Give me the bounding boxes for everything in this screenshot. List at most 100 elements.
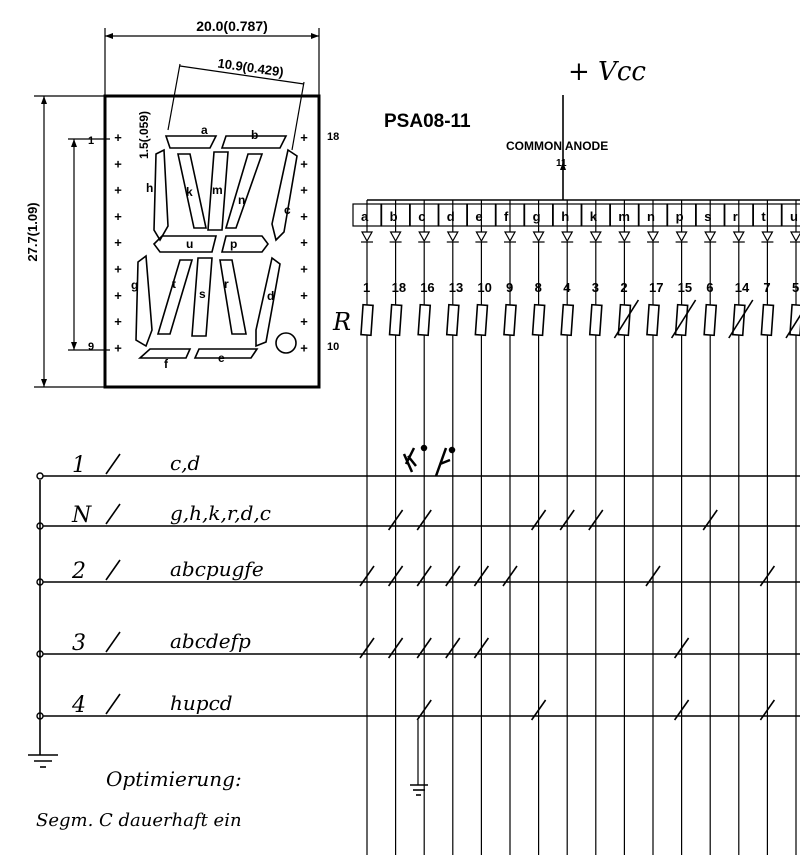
resistor-strike bbox=[670, 299, 697, 339]
row-number: 1 bbox=[72, 453, 86, 478]
column-label-t: t bbox=[761, 209, 766, 224]
svg-text:p: p bbox=[230, 237, 237, 251]
svg-text:a: a bbox=[201, 123, 208, 137]
display-package: 20.0(0.787) 10.9(0.429) 27.7(1.09) 1.5(.… bbox=[25, 18, 339, 389]
column-label-d: d bbox=[447, 209, 455, 224]
column-label-p: p bbox=[676, 209, 684, 224]
column-label-g: g bbox=[533, 209, 541, 224]
segment-labels: a b c d e f g h k m n p r s t u bbox=[131, 123, 291, 371]
row-number: N bbox=[71, 503, 92, 528]
pin-plus-marker: + bbox=[300, 235, 308, 250]
segment-columns: 1181613109843217156147512 bbox=[360, 200, 800, 855]
segment-s bbox=[191, 257, 213, 337]
resistor-g bbox=[531, 303, 546, 337]
segment-a bbox=[164, 135, 218, 149]
segment-d bbox=[255, 256, 281, 348]
row-connection-mark bbox=[359, 565, 375, 587]
pin-bottom-right: 10 bbox=[327, 341, 339, 353]
column-label-u: u bbox=[790, 209, 798, 224]
segment-h bbox=[153, 148, 169, 242]
pin-plus-marker: + bbox=[114, 235, 122, 250]
row-connection-mark bbox=[530, 509, 547, 531]
row-connection-mark bbox=[416, 637, 432, 659]
pin-top-right: 18 bbox=[327, 131, 339, 143]
row-switch bbox=[105, 453, 121, 475]
svg-text:s: s bbox=[199, 287, 206, 301]
resistor-a bbox=[360, 303, 374, 337]
row-connection-mark bbox=[530, 699, 547, 721]
segment-k bbox=[177, 153, 207, 229]
pin-plus-marker: + bbox=[114, 340, 122, 355]
common-anode-label: COMMON ANODE bbox=[506, 139, 608, 153]
svg-text:t: t bbox=[172, 277, 176, 291]
resistor-n bbox=[646, 303, 660, 337]
diode-u bbox=[789, 231, 800, 243]
column-label-r: r bbox=[733, 209, 738, 224]
dim-height-label: 27.7(1.09) bbox=[25, 202, 40, 261]
segment-p bbox=[220, 235, 269, 253]
diode-c bbox=[418, 231, 431, 243]
row-switch bbox=[105, 693, 121, 715]
diode-t bbox=[761, 231, 774, 243]
svg-text:n: n bbox=[238, 193, 245, 207]
pin-plus-marker: + bbox=[114, 209, 122, 224]
resistor-d bbox=[445, 303, 460, 337]
pin-plus-marker: + bbox=[300, 288, 308, 303]
segment-m bbox=[207, 151, 229, 231]
resistor-e bbox=[474, 303, 489, 337]
optim-note: Segm. C dauerhaft ein bbox=[36, 810, 242, 831]
column-label-c: c bbox=[418, 209, 425, 224]
row-connection-mark bbox=[502, 565, 518, 587]
pin-label-3: 3 bbox=[592, 280, 599, 295]
svg-text:e: e bbox=[218, 351, 225, 365]
diode-a bbox=[360, 231, 374, 243]
column-label-a: a bbox=[361, 209, 369, 224]
pin-markers: ++++++++++++++++++ bbox=[114, 130, 308, 355]
svg-text:h: h bbox=[146, 181, 153, 195]
diode-e bbox=[475, 231, 488, 243]
row-switch bbox=[105, 503, 121, 525]
column-label-f: f bbox=[504, 209, 509, 224]
pin-bottom-left: 9 bbox=[88, 341, 94, 353]
column-label-h: h bbox=[561, 209, 569, 224]
pin-plus-marker: + bbox=[300, 340, 308, 355]
svg-text:k: k bbox=[186, 185, 193, 199]
segment-g bbox=[135, 254, 153, 348]
resistor-f bbox=[503, 303, 517, 337]
row-connection-mark bbox=[473, 565, 490, 587]
resistor-b bbox=[388, 303, 403, 337]
pin-plus-marker: + bbox=[114, 262, 122, 277]
resistor-strike bbox=[728, 299, 754, 339]
row-connection-mark bbox=[673, 699, 690, 721]
pin-label-18: 18 bbox=[392, 280, 406, 295]
common-pin-label: 11 bbox=[556, 158, 567, 169]
svg-text:b: b bbox=[251, 128, 258, 142]
segment-u bbox=[152, 235, 218, 253]
svg-text:m: m bbox=[212, 183, 223, 197]
segment-n bbox=[224, 153, 264, 229]
pin-plus-marker: + bbox=[114, 130, 122, 145]
diode-g bbox=[532, 231, 545, 243]
diode-p bbox=[675, 231, 688, 243]
row-number: 3 bbox=[72, 631, 86, 656]
pin-label-10: 10 bbox=[477, 280, 491, 295]
column-header: abcdefghkmnpsrtuDP bbox=[352, 203, 800, 227]
resistor-strike bbox=[613, 299, 640, 339]
row-connection-mark bbox=[387, 565, 404, 587]
row-connection-mark bbox=[445, 565, 461, 587]
package-outline bbox=[103, 94, 321, 389]
resistor-p bbox=[674, 303, 689, 337]
pin-label-16: 16 bbox=[420, 280, 434, 295]
pin-plus-marker: + bbox=[300, 156, 308, 171]
column-label-n: n bbox=[647, 209, 655, 224]
segment-e bbox=[193, 348, 259, 359]
resistor-s bbox=[703, 303, 718, 337]
row-segments: abcdefp bbox=[170, 629, 251, 653]
resistor-t bbox=[760, 303, 775, 337]
pin-label-14: 14 bbox=[735, 280, 750, 295]
row-number: 2 bbox=[71, 559, 86, 584]
pin-plus-marker: + bbox=[300, 130, 308, 145]
diode-s bbox=[704, 231, 717, 243]
diode-d bbox=[446, 231, 459, 243]
